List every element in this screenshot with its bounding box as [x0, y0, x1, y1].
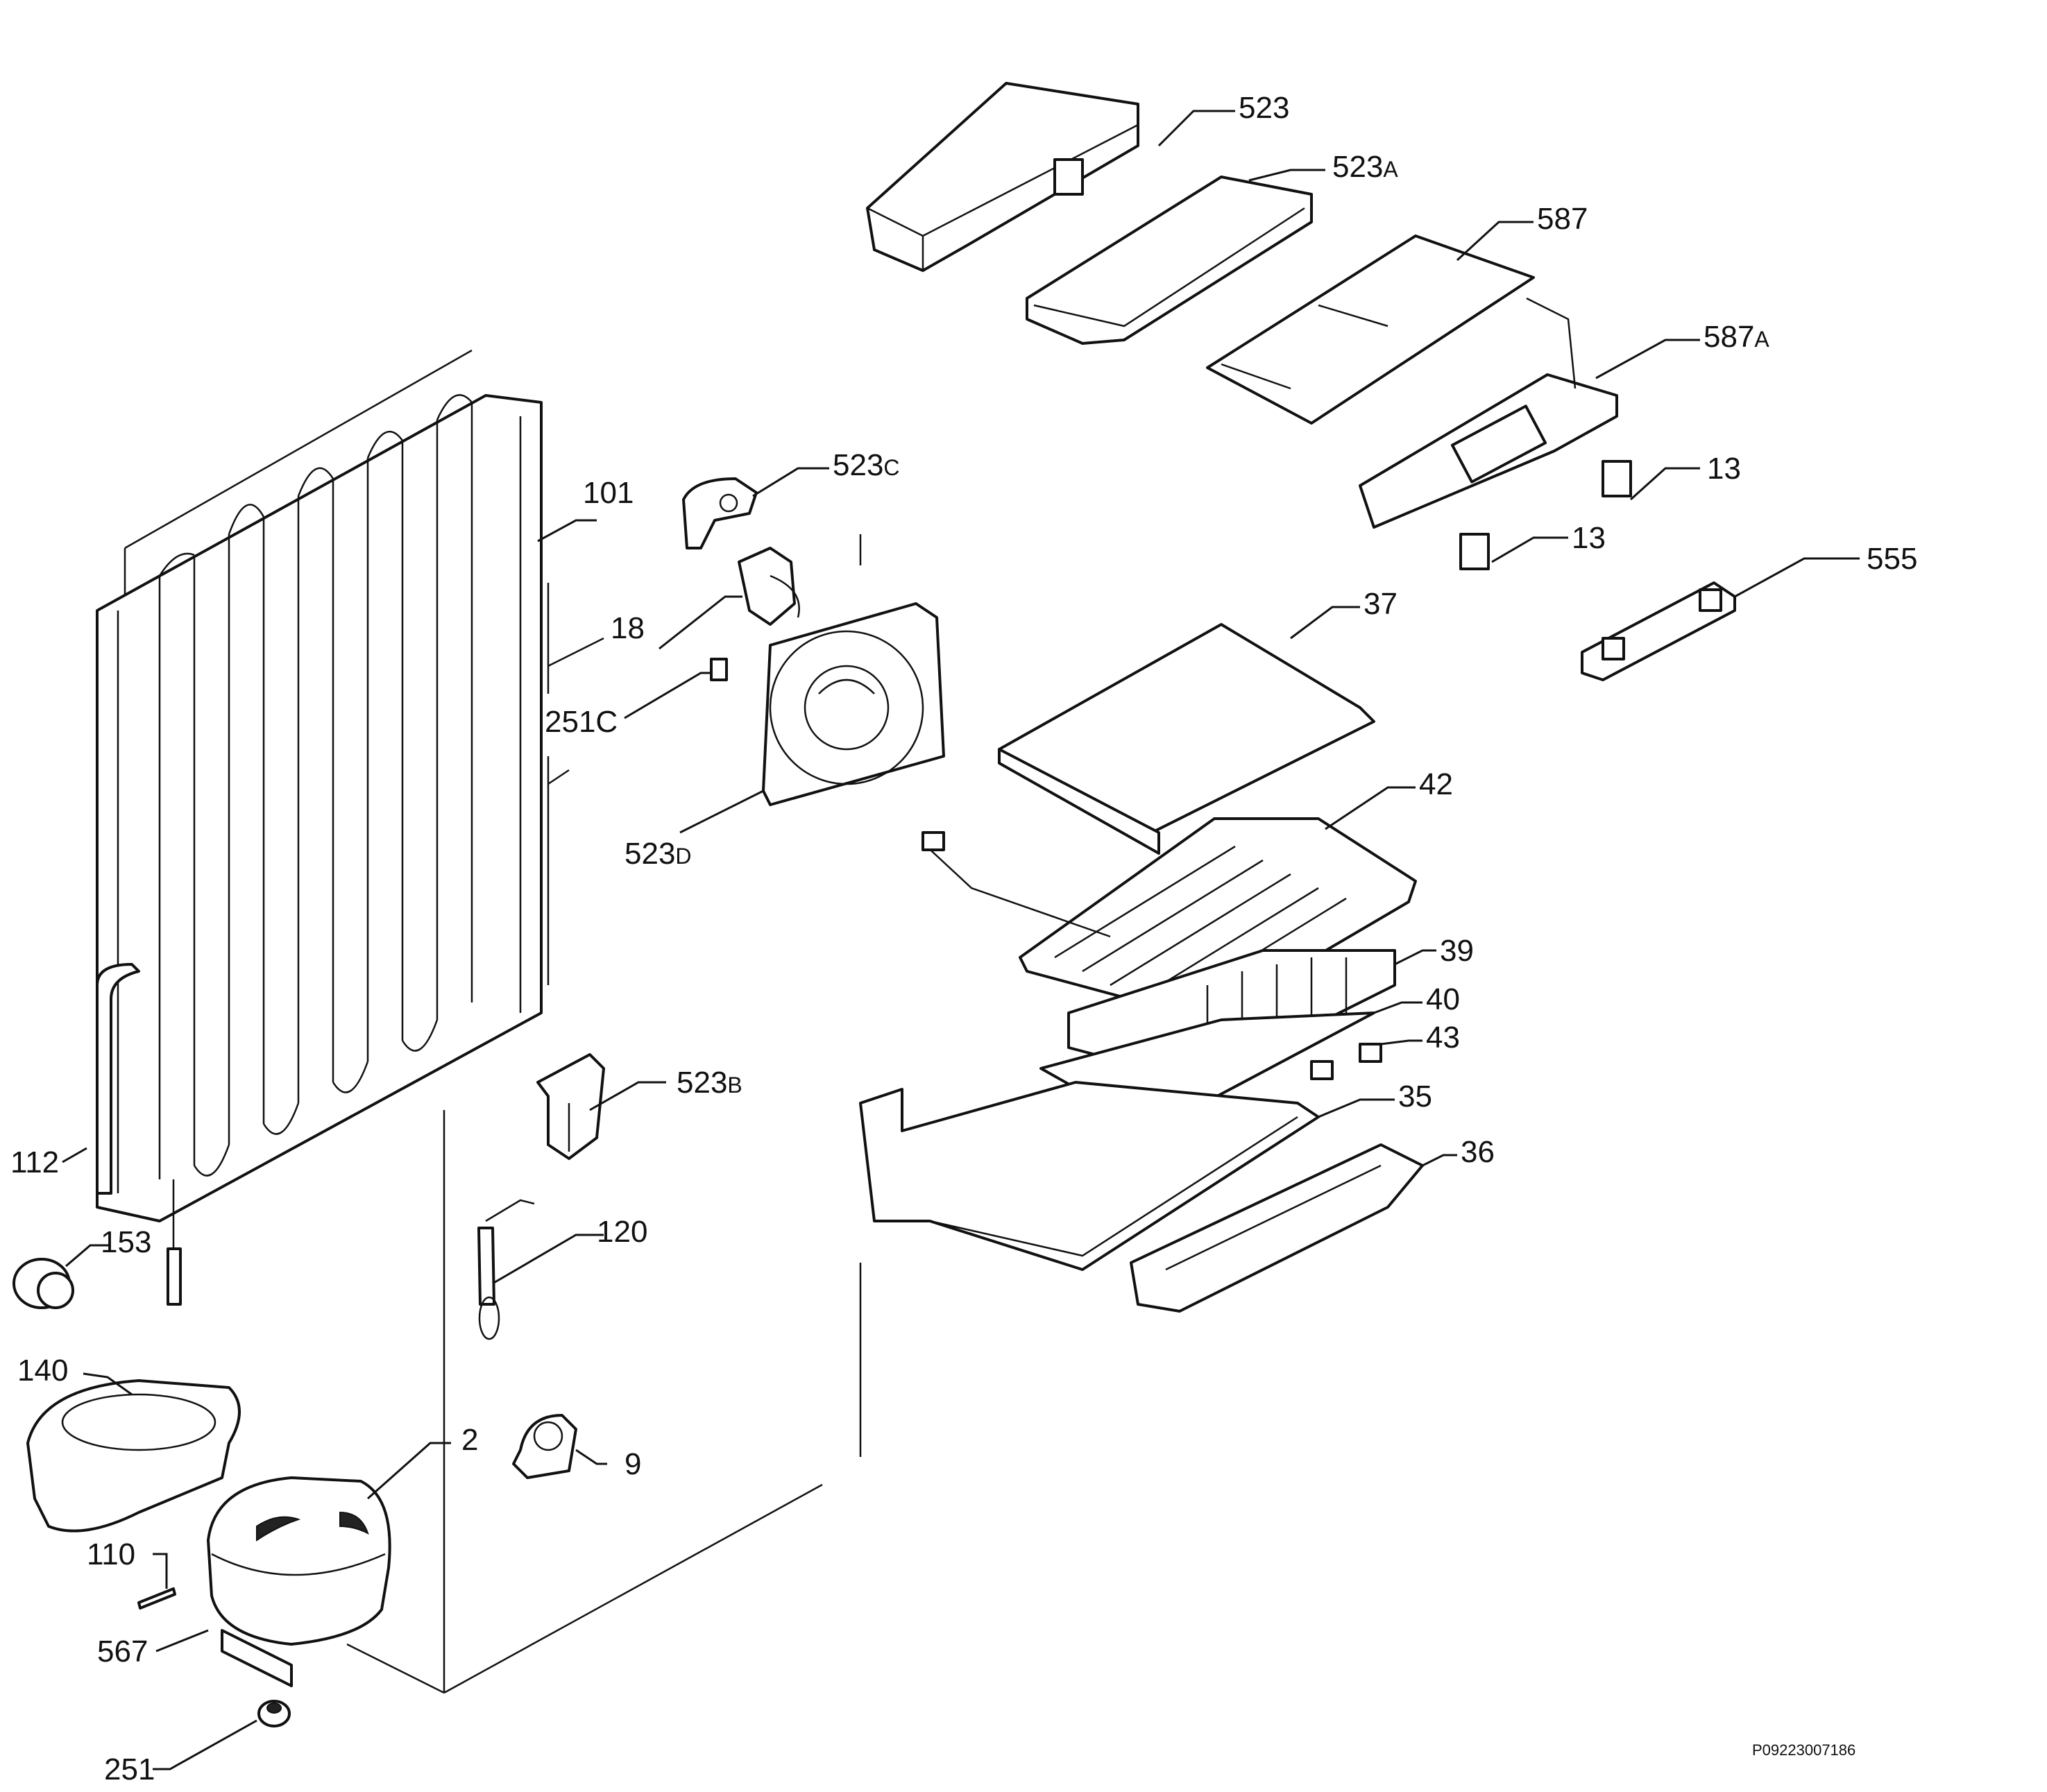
grommet-153 [12, 1258, 74, 1309]
label-140: 140 [17, 1354, 68, 1388]
clip-251c [710, 658, 728, 681]
label-112: 112 [10, 1145, 59, 1179]
label-110: 110 [87, 1537, 135, 1571]
bracket-523c [682, 477, 758, 549]
fan-cover-523d [762, 602, 945, 806]
connectors-43 [1310, 1043, 1382, 1080]
label-43: 43 [1426, 1021, 1460, 1055]
label-587a: 587A [1704, 320, 1769, 354]
connector-13-upper [1602, 460, 1632, 497]
label-523d: 523D [625, 837, 692, 871]
label-13-upper: 13 [1707, 452, 1741, 486]
label-251: 251 [104, 1752, 155, 1786]
part-labels: 523 523A 587 587A 13 13 555 101 523C 18 … [10, 91, 1917, 1786]
label-101: 101 [583, 476, 634, 510]
board-587a [1359, 297, 1618, 529]
label-42: 42 [1419, 767, 1453, 801]
label-153: 153 [101, 1225, 151, 1259]
label-523c: 523C [833, 448, 900, 482]
label-35: 35 [1398, 1080, 1432, 1113]
leader-lines [62, 110, 1860, 1770]
label-39: 39 [1440, 934, 1474, 968]
holder-9 [512, 1414, 577, 1479]
connector-13-lower [1459, 533, 1490, 570]
control-housing-523 [866, 82, 1139, 272]
condenser-101 [96, 394, 543, 1306]
evaporator-42 [921, 817, 1417, 1021]
light-555 [1581, 581, 1736, 681]
nut-251 [257, 1700, 291, 1727]
channel-36 [1130, 1143, 1424, 1313]
sensor-120 [477, 1199, 535, 1340]
pcb-587 [1206, 234, 1535, 425]
label-523a: 523A [1332, 150, 1398, 184]
label-9: 9 [625, 1447, 641, 1481]
clip-523b [536, 1053, 605, 1160]
drawing-code: P09223007186 [1752, 1741, 1855, 1759]
compressor-2 [207, 1476, 391, 1687]
drip-tray-140 [26, 1379, 241, 1533]
housing-frame-523a [1026, 176, 1313, 345]
label-587: 587 [1537, 202, 1588, 236]
label-555: 555 [1867, 542, 1917, 576]
label-13-lower: 13 [1572, 521, 1606, 555]
label-40: 40 [1426, 982, 1460, 1016]
tube-112 [96, 963, 140, 1195]
cover-37 [998, 623, 1375, 855]
label-523b: 523B [677, 1066, 742, 1100]
cabinet-outline [124, 349, 862, 1694]
label-18: 18 [611, 611, 645, 645]
label-36: 36 [1461, 1135, 1495, 1169]
label-567: 567 [97, 1635, 148, 1669]
label-37: 37 [1364, 587, 1398, 621]
label-2: 2 [461, 1423, 478, 1457]
pin-110 [137, 1587, 176, 1610]
label-523: 523 [1239, 91, 1289, 125]
tray-35 [859, 1081, 1320, 1271]
label-251c: 251C [545, 705, 618, 739]
fan-18 [738, 547, 800, 626]
label-120: 120 [597, 1215, 647, 1249]
